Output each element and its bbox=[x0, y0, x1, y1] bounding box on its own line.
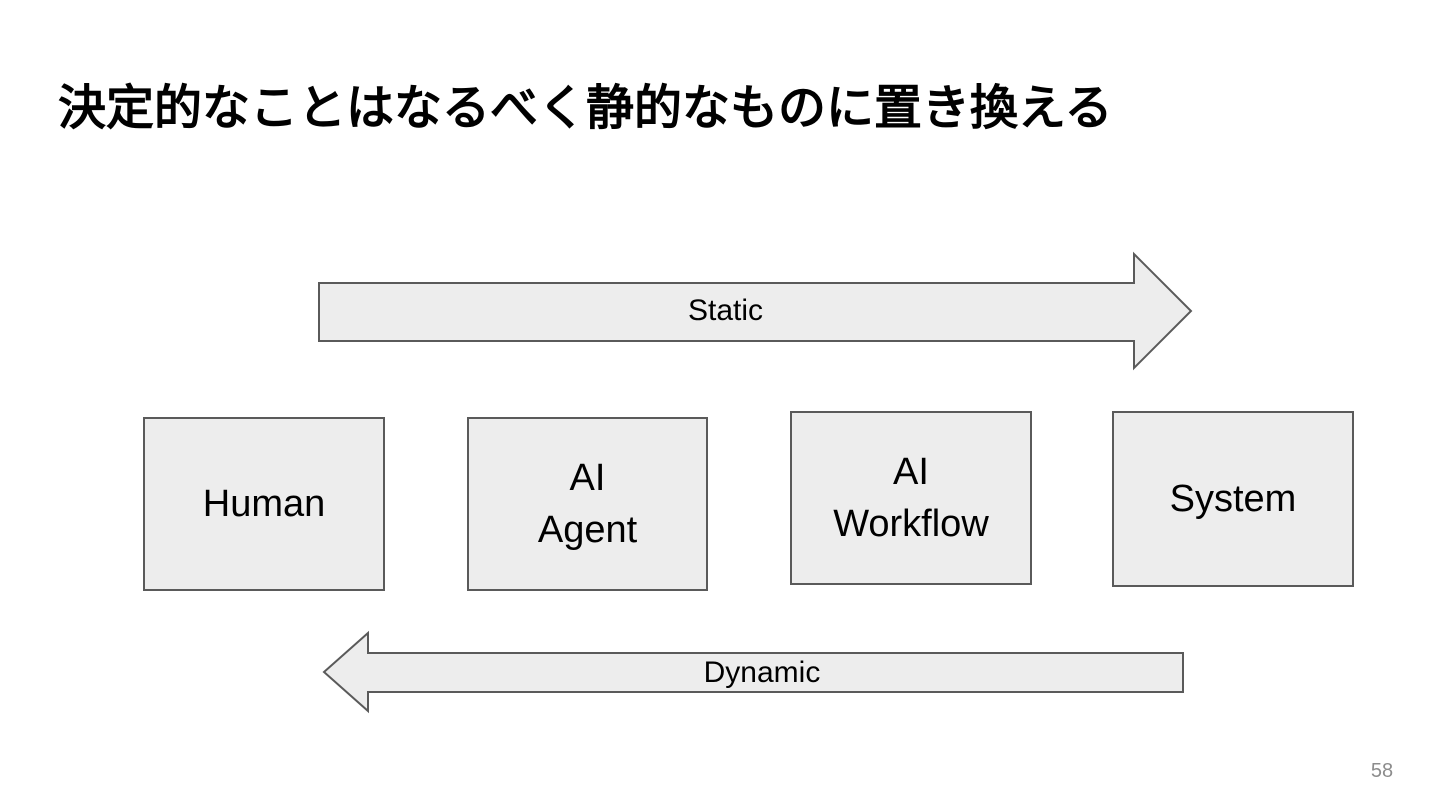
static-arrow-shape bbox=[318, 251, 1193, 371]
node-label-ai-agent: AI Agent bbox=[537, 457, 638, 551]
node-box-ai-workflow[interactable]: AI Workflow bbox=[790, 411, 1032, 585]
dynamic-arrow-label: Dynamic bbox=[703, 656, 821, 689]
node-label-ai-workflow: AI Workflow bbox=[833, 451, 989, 545]
dynamic-arrow-shape bbox=[322, 630, 1184, 714]
page-title: 決定的なことはなるべく静的なものに置き換える bbox=[58, 82, 1113, 135]
node-label-system: System bbox=[1169, 478, 1297, 520]
node-box-system[interactable]: System bbox=[1112, 411, 1354, 587]
page-number: 58 bbox=[1370, 760, 1394, 782]
node-box-human[interactable]: Human bbox=[143, 417, 385, 591]
node-label-human: Human bbox=[202, 483, 326, 525]
static-arrow-label: Static bbox=[687, 294, 764, 327]
node-box-ai-agent[interactable]: AI Agent bbox=[467, 417, 708, 591]
